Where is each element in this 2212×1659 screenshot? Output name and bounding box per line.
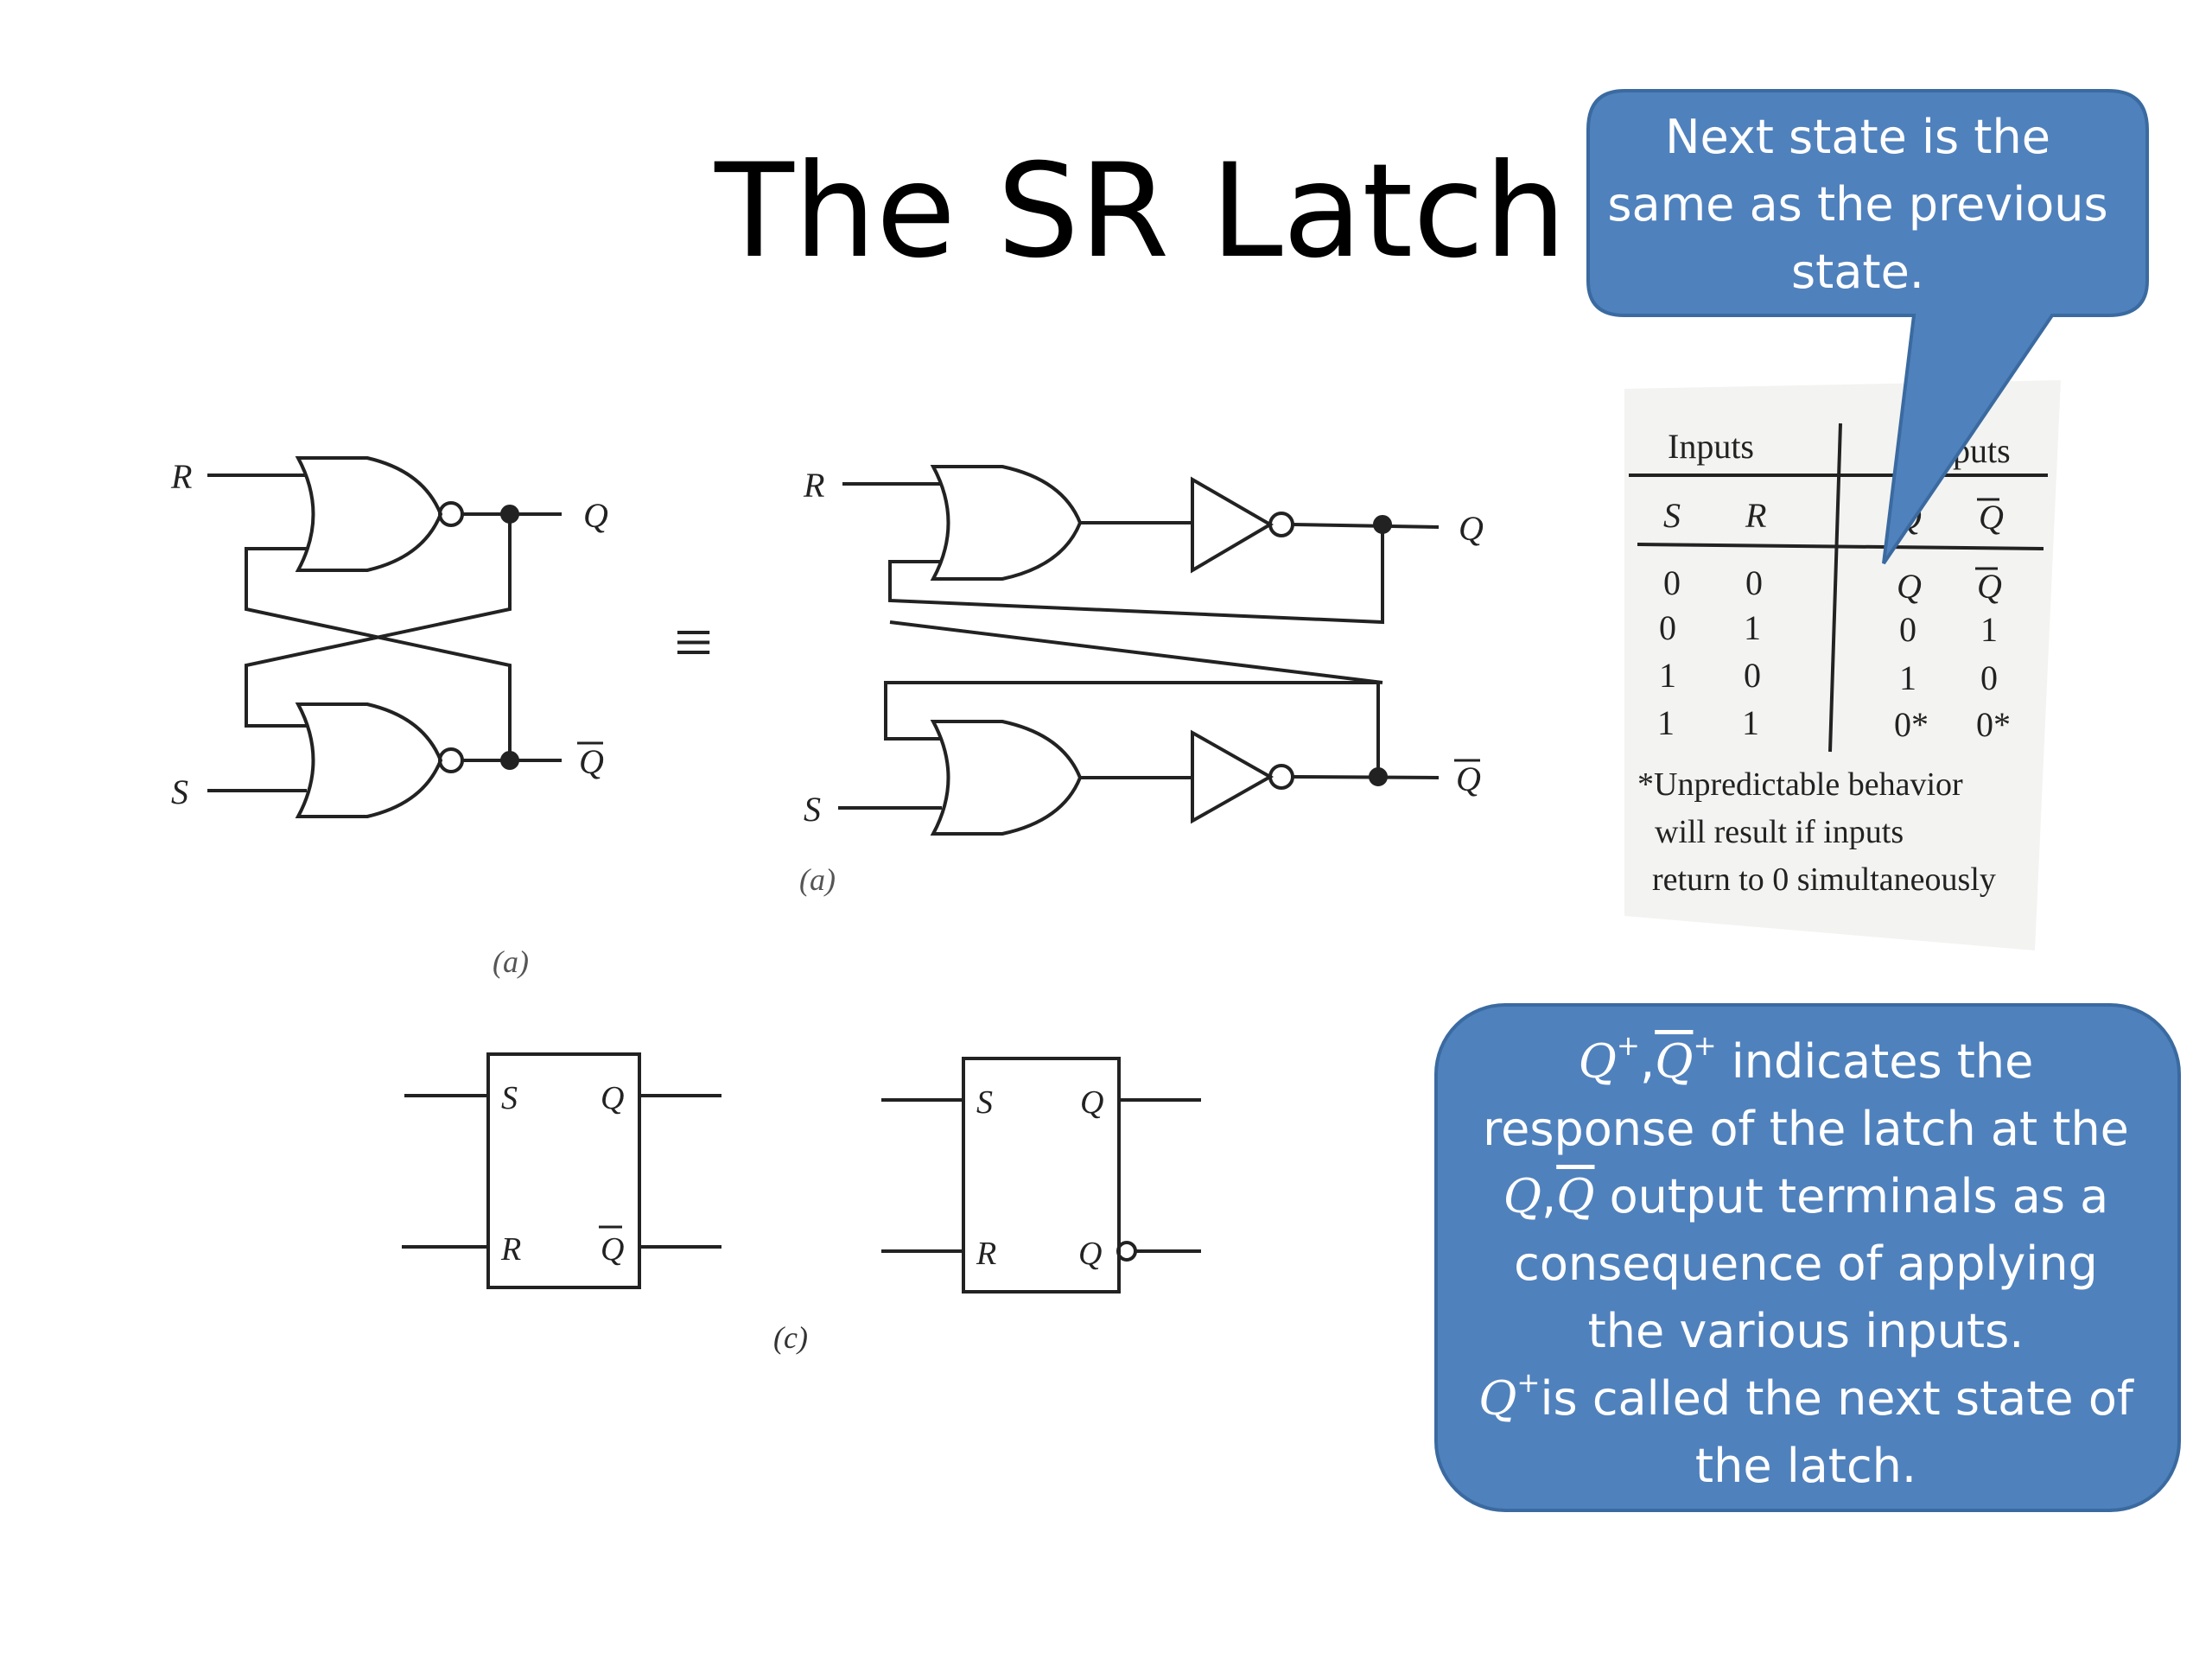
caption-a-left: (a) xyxy=(493,944,529,979)
cell-2-2: 1 xyxy=(1899,658,1916,697)
not-gate-top xyxy=(1191,476,1274,574)
footnote-line-1: *Unpredictable behavior xyxy=(1637,766,1963,803)
label-q-left: Q xyxy=(583,496,608,535)
callout-bottom-bubble xyxy=(1434,1003,2181,1512)
label-qbar-right: Q xyxy=(1456,760,1481,798)
junction-dot-qbar xyxy=(500,751,519,770)
label-r-right: R xyxy=(803,466,824,505)
label-r-left: R xyxy=(170,457,192,496)
latch-block-symbols: S Q R Q S Q R Q (c) xyxy=(402,1052,1201,1355)
junction-dot-qbar-right xyxy=(1369,767,1388,786)
callout-top-line-3: state. xyxy=(1791,245,1924,299)
cell-3-0: 1 xyxy=(1657,703,1675,742)
cell-0-1: 0 xyxy=(1745,563,1763,602)
col-r: R xyxy=(1745,496,1766,535)
equivalence-sign: ≡ xyxy=(674,605,713,681)
nor-gate-top xyxy=(295,456,443,572)
callout-bottom-text: Q+,Q+ indicates the response of the latc… xyxy=(1434,1028,2177,1500)
col-s: S xyxy=(1663,496,1681,535)
cell-0-0: 0 xyxy=(1663,563,1681,602)
cell-3-2: 0* xyxy=(1894,705,1929,744)
cell-1-3: 1 xyxy=(1980,610,1998,649)
col-qbarplus: Q xyxy=(1979,498,2004,537)
block-right-bubble xyxy=(1116,1241,1137,1262)
block-right-q: Q xyxy=(1080,1084,1103,1121)
block-right-q2: Q xyxy=(1078,1236,1102,1272)
nor-gate-bottom xyxy=(295,702,443,818)
sr-block-right xyxy=(962,1057,1121,1294)
block-right-r: R xyxy=(976,1236,996,1272)
callout-bottom-line-6: Q+is called the next state of xyxy=(1478,1366,2133,1426)
latch-nor-diagram: R S Q Q (a) xyxy=(170,456,608,979)
block-left-s: S xyxy=(501,1080,518,1116)
header-inputs: Inputs xyxy=(1668,427,1754,466)
footnote-line-2: will result if inputs xyxy=(1655,814,1904,850)
callout-bottom-line-2: response of the latch at the xyxy=(1483,1102,2129,1156)
caption-a-right: (a) xyxy=(799,862,836,897)
latch-or-not-diagram: R S Q Q (a) xyxy=(799,465,1484,897)
cell-2-3: 0 xyxy=(1980,658,1998,697)
callout-bottom-line-4: consequence of applying xyxy=(1514,1236,2098,1291)
junction-dot-q-right xyxy=(1373,515,1392,534)
or-gate-bottom xyxy=(930,720,1083,836)
cell-2-0: 1 xyxy=(1659,656,1676,695)
slide-title: The SR Latch xyxy=(715,137,1567,287)
callout-top-line-2: same as the previous xyxy=(1607,177,2108,232)
callout-top-text: Next state is the same as the previous s… xyxy=(1607,104,2108,306)
caption-c: (c) xyxy=(773,1320,808,1355)
callout-bottom-line-1: Q+,Q+ indicates the xyxy=(1578,1029,2034,1089)
truth-table-paper xyxy=(1624,380,2061,950)
label-s-left: S xyxy=(171,772,188,811)
callout-bottom-line-3: Q,Q output terminals as a xyxy=(1503,1169,2109,1224)
cell-1-1: 1 xyxy=(1744,608,1761,647)
footnote-line-3: return to 0 simultaneously xyxy=(1652,861,1996,898)
block-left-qbar: Q xyxy=(601,1231,624,1268)
cell-3-3: 0* xyxy=(1976,705,2011,744)
cell-2-1: 0 xyxy=(1744,656,1761,695)
cell-3-1: 1 xyxy=(1742,703,1759,742)
block-left-r: R xyxy=(500,1231,521,1268)
label-qbar-left: Q xyxy=(579,742,604,781)
callout-bottom-line-7: the latch. xyxy=(1694,1439,1917,1493)
or-gate-top xyxy=(930,465,1083,581)
block-left-q: Q xyxy=(601,1080,624,1116)
sr-block-left xyxy=(486,1052,641,1289)
junction-dot-q xyxy=(500,505,519,524)
callout-top-line-1: Next state is the xyxy=(1665,110,2050,164)
block-right-s: S xyxy=(976,1084,993,1121)
cell-0-3: Q xyxy=(1977,567,2002,606)
callout-bottom-line-5: the various inputs. xyxy=(1587,1304,2024,1358)
cell-0-2: Q xyxy=(1897,567,1922,606)
wires-right xyxy=(838,482,1440,810)
cell-1-0: 0 xyxy=(1659,608,1676,647)
label-s-right: S xyxy=(804,790,821,829)
callout-top-bubble xyxy=(1586,89,2149,565)
label-q-right: Q xyxy=(1459,509,1484,548)
cell-1-2: 0 xyxy=(1899,610,1916,649)
